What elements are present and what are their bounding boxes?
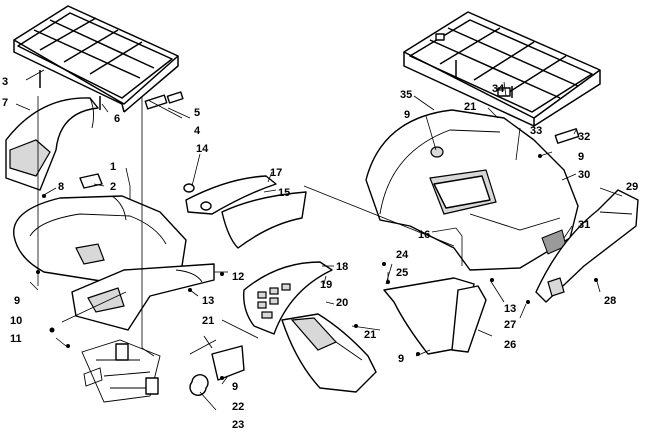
callout-9b: 9 (404, 109, 410, 121)
callout-7: 7 (2, 97, 8, 109)
callout-9a: 9 (14, 295, 20, 307)
front-fender-hood (5, 97, 99, 191)
callout-35: 35 (400, 89, 412, 101)
callout-3: 3 (2, 76, 8, 88)
callout-25: 25 (396, 267, 408, 279)
callout-34: 34 (492, 83, 505, 95)
front-rack (13, 5, 184, 113)
fasteners (36, 154, 598, 380)
callout-13b: 13 (504, 303, 516, 315)
callout-32: 32 (578, 131, 590, 143)
callout-9e: 9 (398, 353, 404, 365)
callout-29: 29 (626, 181, 638, 193)
lower-dash-panel (281, 313, 377, 393)
callout-9c: 9 (578, 151, 584, 163)
callout-23: 23 (232, 419, 244, 431)
callout-10: 10 (10, 315, 22, 327)
callout-18: 18 (336, 261, 348, 273)
callout-24: 24 (396, 249, 409, 261)
side-panel-upper (183, 175, 277, 215)
callout-28: 28 (604, 295, 616, 307)
callout-21b: 21 (364, 329, 376, 341)
callout-2: 2 (110, 181, 116, 193)
callout-11: 11 (10, 333, 22, 345)
side-panel-lower (221, 191, 307, 249)
callout-4: 4 (194, 125, 201, 137)
callout-26: 26 (504, 339, 516, 351)
rear-fender (365, 109, 579, 271)
callout-27: 27 (504, 319, 516, 331)
callout-16: 16 (418, 229, 430, 241)
callout-labels: 1 2 3 4 5 6 7 8 9 9 9 9 9 10 11 12 13 13… (2, 76, 638, 431)
callout-5: 5 (194, 107, 200, 119)
frame-detail (81, 339, 161, 403)
callout-9d: 9 (232, 381, 238, 393)
front-cover-plate (79, 173, 103, 189)
callout-6: 6 (114, 113, 120, 125)
callout-30: 30 (578, 169, 590, 181)
rear-rack (403, 11, 601, 144)
front-lower-panel (71, 263, 215, 331)
callout-33: 33 (530, 125, 542, 137)
callout-12: 12 (232, 271, 244, 283)
rear-splash-panel (383, 277, 487, 355)
leader-lines (15, 69, 623, 411)
callout-8: 8 (58, 181, 64, 193)
callout-14: 14 (196, 143, 209, 155)
callout-17: 17 (270, 167, 282, 179)
callout-19: 19 (320, 279, 332, 291)
mounting-bracket (189, 335, 245, 396)
callout-21a: 21 (202, 315, 214, 327)
callout-21c: 21 (464, 101, 476, 113)
rear-side-fender (535, 189, 639, 303)
callout-15: 15 (278, 187, 290, 199)
callout-1: 1 (110, 161, 116, 173)
callout-13a: 13 (202, 295, 214, 307)
callout-20: 20 (336, 297, 348, 309)
callout-31: 31 (578, 219, 590, 231)
callout-22: 22 (232, 401, 244, 413)
dash-panel (243, 261, 333, 335)
